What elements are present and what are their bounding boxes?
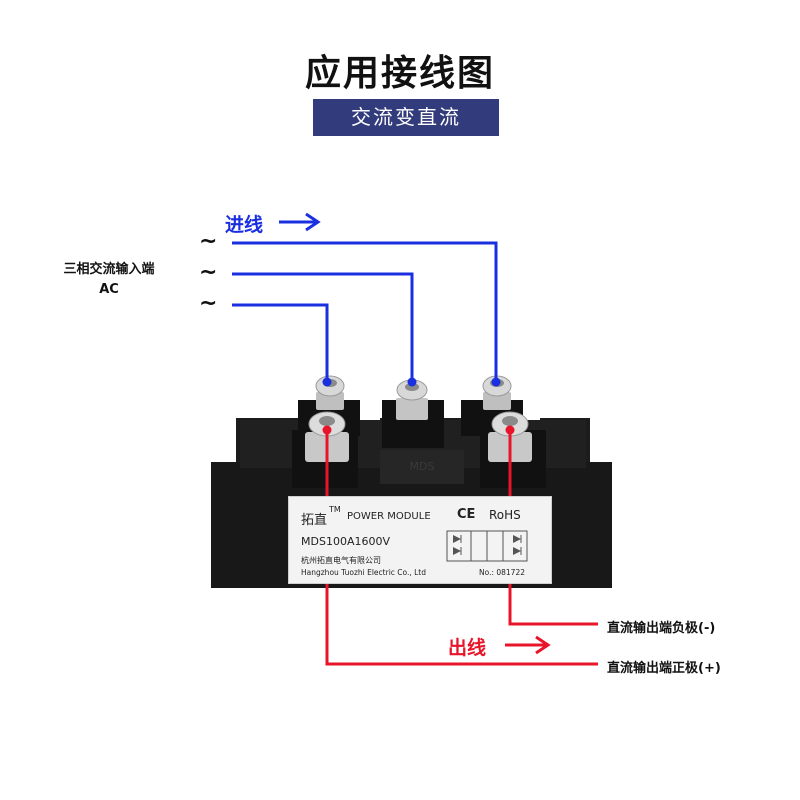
ac-input-label: 三相交流输入端 AC — [44, 260, 174, 300]
input-direction-label: 进线 — [225, 214, 264, 236]
subtitle-banner: 交流变直流 — [313, 99, 499, 136]
serial-number: No.: 081722 — [479, 568, 525, 577]
page-title: 应用接线图 — [304, 53, 495, 94]
brand-name: 拓直 — [301, 513, 328, 528]
body-mark: MDS — [410, 460, 435, 473]
input-wire-dots — [322, 377, 501, 387]
terminal-screws — [305, 375, 532, 462]
module-name: POWER MODULE — [347, 511, 431, 522]
ac-input-title: 三相交流输入端 — [63, 262, 155, 277]
module-label: 拓直 TM POWER MODULE CE RoHS MDS100A1600V … — [288, 496, 552, 584]
output-wire-negative — [508, 430, 598, 626]
output-wire-dots — [322, 425, 515, 435]
dc-positive-label: 直流输出端正极(+) — [607, 661, 721, 676]
input-wire-1 — [232, 241, 498, 382]
company-cn: 杭州拓直电气有限公司 — [301, 556, 381, 565]
dc-negative-label: 直流输出端负极(-) — [607, 621, 716, 636]
ac-tilde-1: ~ — [199, 229, 218, 254]
input-wire-2 — [232, 272, 414, 382]
screw-ac-1 — [315, 375, 345, 410]
rectifier-schematic-icon — [446, 530, 528, 562]
ac-tilde-2: ~ — [199, 260, 218, 285]
rohs-mark: RoHS — [489, 508, 521, 522]
output-direction-label: 出线 — [448, 637, 487, 659]
input-arrow — [279, 212, 321, 232]
ac-tilde-3: ~ — [199, 291, 218, 316]
model-number: MDS100A1600V — [301, 535, 390, 548]
trademark: TM — [329, 505, 341, 514]
input-wires — [232, 241, 498, 382]
ac-input-sub: AC — [99, 282, 119, 297]
input-wire-3 — [232, 303, 329, 382]
company-en: Hangzhou Tuozhi Electric Co., Ltd — [301, 568, 427, 577]
ce-mark: CE — [457, 507, 476, 522]
output-arrow — [505, 635, 551, 655]
